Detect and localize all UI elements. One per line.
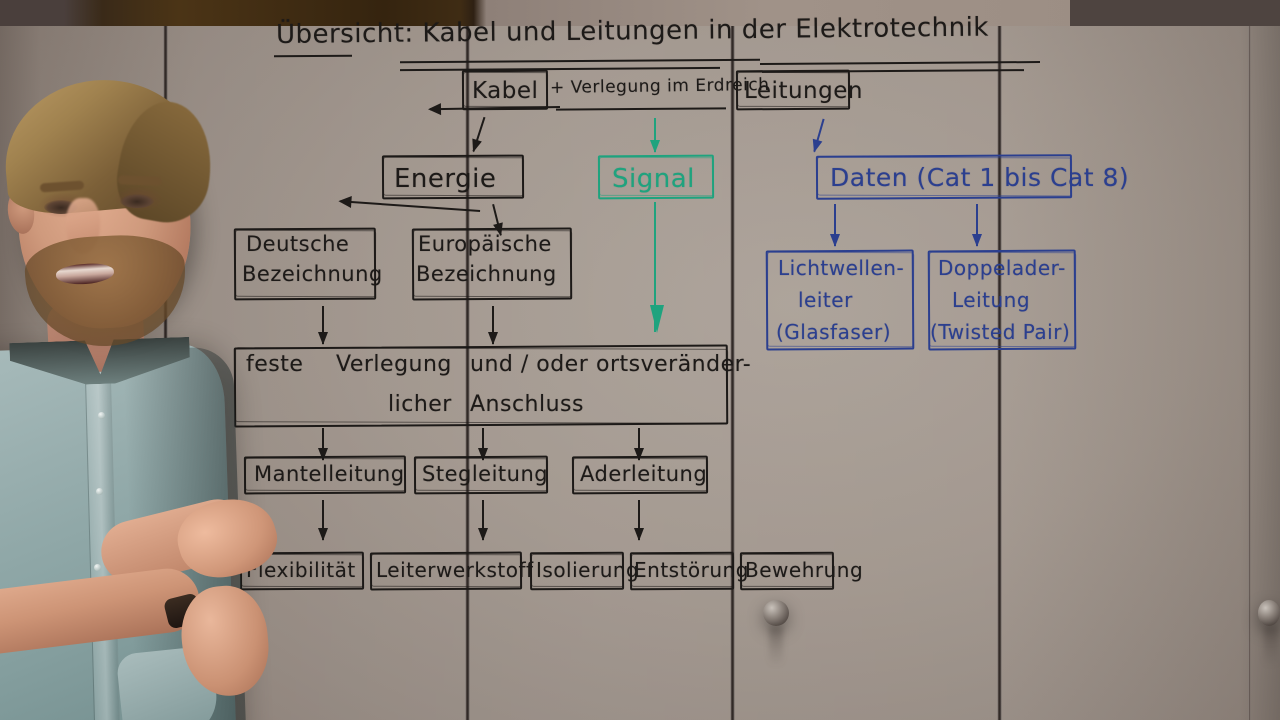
verlegung-row-word-1: feste	[246, 352, 304, 377]
ceiling-dark-right	[1070, 0, 1280, 26]
verlegung-row-word-4: ortsveränder-	[596, 352, 752, 377]
presenter-eye-right	[120, 194, 154, 208]
mantelleitung-label: Mantelleitung	[254, 462, 405, 486]
leiterwerkstoff-label: Leiterwerkstoff	[376, 558, 534, 582]
verlegung-row-word-3: und / oder	[470, 352, 589, 377]
door-knob[interactable]	[763, 600, 789, 626]
ceiling-strip	[0, 0, 1280, 26]
shirt-button-1	[98, 412, 105, 419]
energie-label: Energie	[394, 164, 497, 194]
shirt-button-3	[94, 564, 101, 571]
lichtwellenleiter-line3: (Glasfaser)	[776, 320, 892, 344]
doppelader-line3: (Twisted Pair)	[930, 320, 1071, 344]
door-knob-right[interactable]	[1258, 600, 1280, 626]
entstoerung-label: Entstörung	[634, 558, 749, 582]
signal-label: Signal	[612, 164, 695, 194]
shirt-button-2	[96, 488, 103, 495]
lichtwellenleiter-line1: Lichtwellen-	[778, 256, 905, 280]
europaeische-bezeichnung-line1: Europäische	[418, 232, 552, 256]
verlegung-row-word-5: licher	[388, 392, 452, 417]
verlegung-label: + Verlegung im Erdreich	[549, 74, 770, 98]
daten-label: Daten (Cat 1 bis Cat 8)	[830, 163, 1130, 192]
deutsche-bezeichnung-line2: Bezeichnung	[242, 262, 383, 286]
presenter-brow-right	[117, 175, 163, 186]
kabel-label: Kabel	[472, 78, 539, 104]
isolierung-label: Isolierung	[536, 558, 640, 582]
europaeische-bezeichnung-line2: Bezeichnung	[416, 262, 557, 286]
doppelader-line1: Doppelader-	[938, 256, 1066, 280]
lichtwellenleiter-line2: leiter	[798, 288, 853, 312]
panel-seam-2	[465, 26, 470, 720]
verlegung-row-word-2: Verlegung	[336, 352, 452, 377]
deutsche-bezeichnung-line1: Deutsche	[246, 232, 350, 256]
doppelader-line2: Leitung	[952, 288, 1031, 312]
bewehrung-label: Bewehrung	[745, 558, 864, 582]
leitungen-label: Leitungen	[744, 78, 863, 104]
panel-seam-5	[1248, 26, 1251, 720]
presenter	[0, 40, 300, 720]
verlegung-row-word-6: Anschluss	[470, 392, 584, 417]
stegleitung-label: Stegleitung	[422, 462, 549, 486]
aderleitung-label: Aderleitung	[580, 462, 708, 486]
panel-seam-3	[730, 26, 735, 720]
panel-seam-4	[997, 26, 1002, 720]
